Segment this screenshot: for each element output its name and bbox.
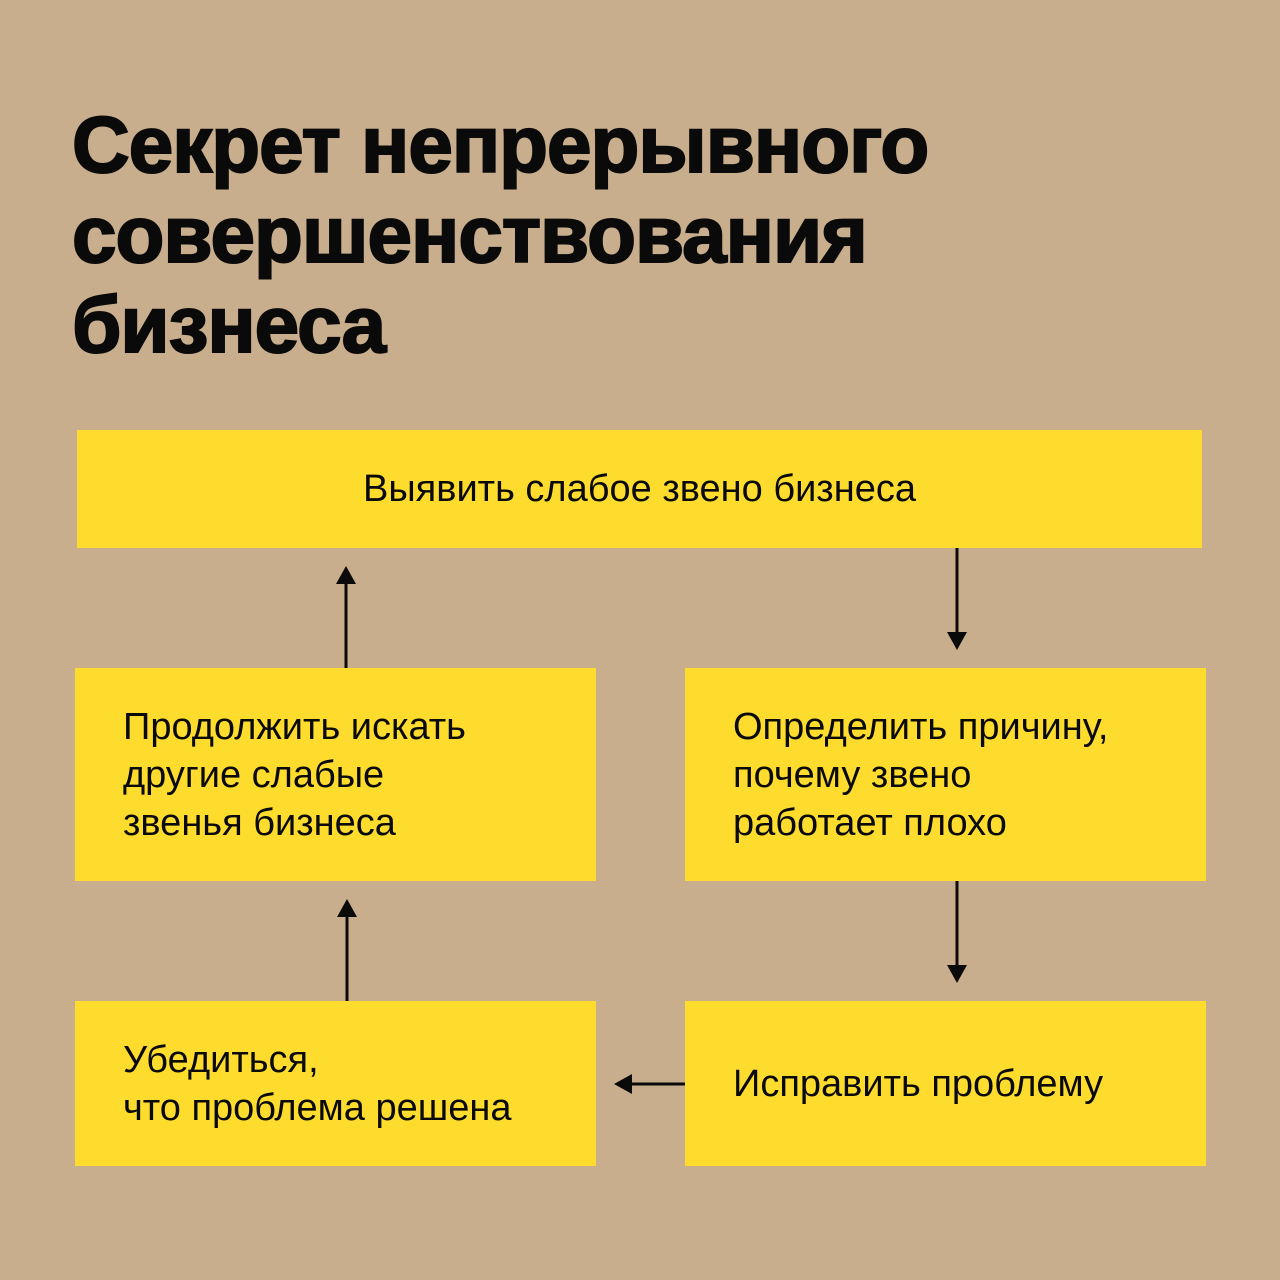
arrow-down-icon — [947, 548, 967, 650]
step-text: Продолжить искать — [123, 705, 466, 748]
step-determine-cause: Определить причину, почему звено работае… — [685, 668, 1206, 881]
arrow-down-icon — [947, 881, 967, 983]
arrow-left-icon — [614, 1074, 685, 1094]
title-line: Секрет непрерывного — [71, 99, 930, 190]
step-verify-solved: Убедиться, что проблема решена — [75, 1001, 596, 1166]
step-identify-weak-link: Выявить слабое звено бизнеса — [77, 430, 1202, 548]
step-text: звенья бизнеса — [123, 801, 396, 844]
step-text: почему звено — [733, 753, 972, 796]
step-text: Определить причину, — [733, 705, 1109, 748]
title-line: совершенствования — [71, 189, 869, 280]
step-fix-problem: Исправить проблему — [685, 1001, 1206, 1166]
arrow-up-icon — [337, 899, 357, 1001]
arrow-up-icon — [336, 566, 356, 668]
step-text: работает плохо — [733, 801, 1007, 844]
step-text: Убедиться, — [123, 1038, 319, 1081]
step-text: Исправить проблему — [733, 1062, 1104, 1105]
step-text: что проблема решена — [123, 1086, 512, 1129]
step-continue-search: Продолжить искать другие слабые звенья б… — [75, 668, 596, 881]
step-text: Выявить слабое звено бизнеса — [363, 468, 916, 510]
title-line: бизнеса — [71, 279, 387, 370]
page-title: Секрет непрерывного совершенствования би… — [71, 99, 930, 370]
step-text: другие слабые — [123, 753, 385, 796]
